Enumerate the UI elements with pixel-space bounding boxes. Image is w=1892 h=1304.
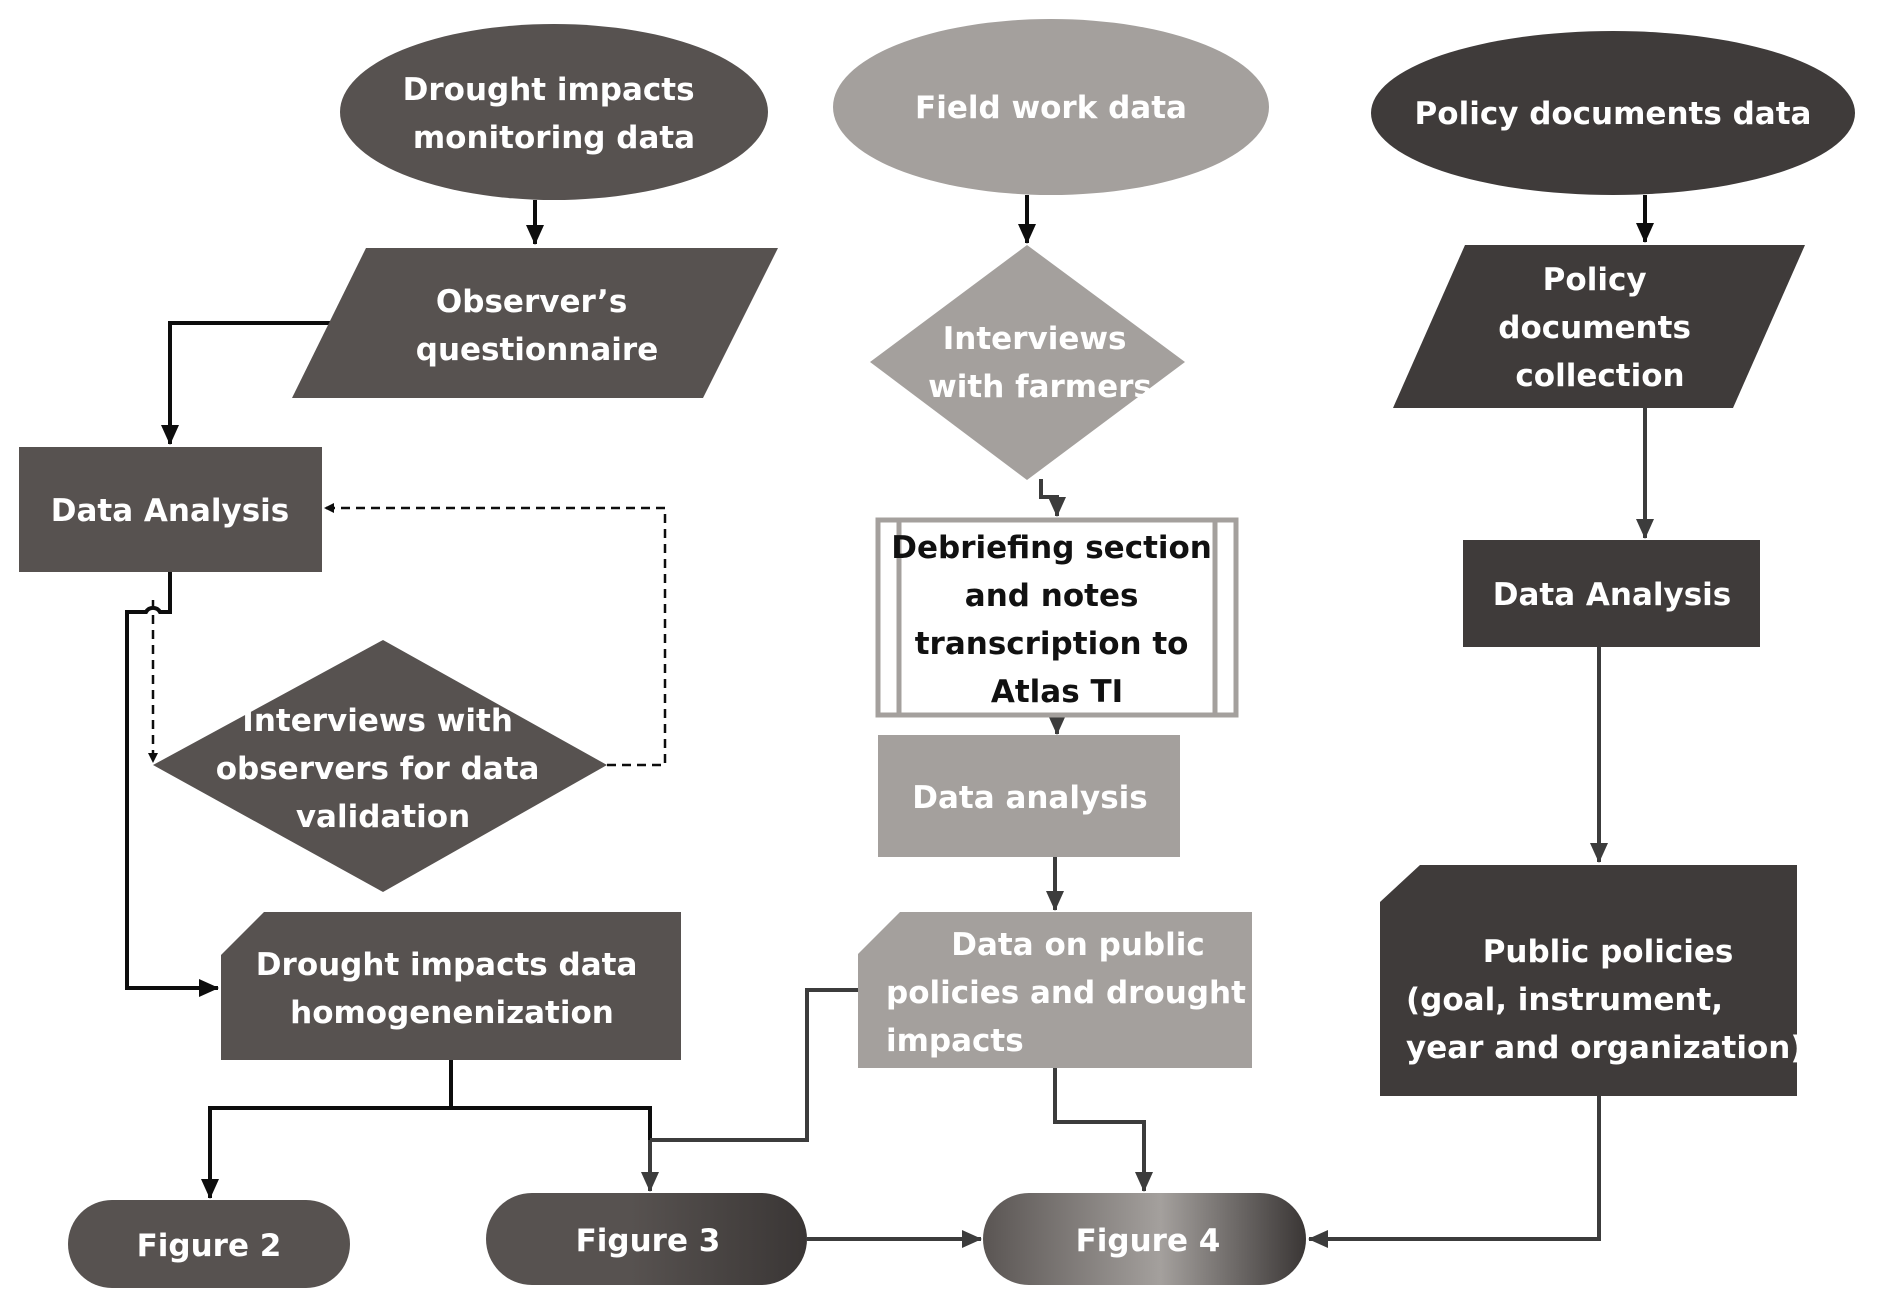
node-label-lines: policies and drought impacts <box>886 975 1257 1059</box>
figure-4-node[interactable]: Figure 4 <box>983 1193 1306 1285</box>
node-label: Data Analysis <box>51 493 290 529</box>
node-label-line-1: Data on public <box>951 927 1204 963</box>
node-label: Interviews with observers for data valid… <box>216 703 551 835</box>
decision-diamond-shape <box>153 640 607 892</box>
card-shape <box>221 912 681 1060</box>
debriefing-node[interactable]: Debriefing section and notes transcripti… <box>875 517 1239 718</box>
node-label: Field work data <box>915 90 1187 126</box>
field-work-data-node[interactable]: Field work data <box>833 19 1269 195</box>
node-label: Figure 4 <box>1076 1223 1221 1259</box>
node-label: Data Analysis <box>1493 577 1732 613</box>
process-rect-shape <box>1463 540 1760 647</box>
connector-homogenization-split <box>201 1060 453 1199</box>
process-rect-shape <box>878 735 1180 857</box>
policy-data-analysis-node[interactable]: Data Analysis <box>1463 540 1760 647</box>
terminator-pill-shape <box>983 1193 1306 1285</box>
policy-documents-data-node[interactable]: Policy documents data <box>1371 31 1855 195</box>
data-parallelogram-shape <box>1393 245 1805 408</box>
node-label: Drought impacts monitoring data <box>403 72 706 156</box>
node-label: Debriefing section and notes transcripti… <box>891 530 1222 710</box>
connector-interviews-to-debriefing <box>1039 479 1066 517</box>
node-label-line-1: Public policies <box>1483 934 1734 970</box>
monitoring-column: Drought impacts monitoring data Observer… <box>19 24 778 1060</box>
connector-fielddata-to-figure3 <box>650 988 858 1142</box>
node-label: Interviews with farmers <box>928 321 1152 405</box>
monitoring-data-node[interactable]: Drought impacts monitoring data <box>340 24 768 200</box>
observer-questionnaire-node[interactable]: Observer’s questionnaire <box>292 248 778 398</box>
card-shape <box>858 912 1252 1068</box>
figure-2-node[interactable]: Figure 2 <box>68 1200 350 1288</box>
node-label: Policy documents collection <box>1498 262 1701 394</box>
node-label: Observer’s questionnaire <box>416 284 658 368</box>
terminator-pill-shape <box>486 1193 807 1285</box>
decision-diamond-shape <box>870 245 1185 480</box>
policy-collection-node[interactable]: Policy documents collection <box>1393 245 1805 408</box>
policy-column: Policy documents data Policy documents c… <box>1371 31 1855 1096</box>
node-label: Figure 3 <box>576 1223 721 1259</box>
terminator-ellipse-shape <box>340 24 768 200</box>
observer-validation-node[interactable]: Interviews with observers for data valid… <box>153 640 607 892</box>
node-label: Data analysis <box>912 780 1147 816</box>
connector-validation-feedback-dashed <box>324 503 667 767</box>
connectors <box>125 195 1654 1248</box>
terminator-ellipse-shape <box>833 19 1269 195</box>
terminator-pill-shape <box>68 1200 350 1288</box>
figure-outputs: Figure 2 Figure 3 Figure 4 <box>68 1193 1306 1288</box>
node-label: Drought impacts data homogenenization <box>256 947 648 1031</box>
node-label: Policy documents data <box>1415 96 1812 132</box>
public-policies-drought-data-node[interactable]: Data on public policies and drought impa… <box>858 912 1257 1068</box>
connector-homogenization-to-figure3-a <box>451 1106 652 1140</box>
farmer-interviews-node[interactable]: Interviews with farmers <box>870 245 1185 480</box>
process-rect-shape <box>19 447 322 572</box>
node-label-lines: (goal, instrument, year and organization… <box>1406 982 1805 1066</box>
fieldwork-column: Field work data Interviews with farmers … <box>833 19 1269 1068</box>
predefined-process-shape <box>875 517 1239 718</box>
field-data-analysis-node[interactable]: Data analysis <box>878 735 1180 857</box>
public-policies-node[interactable]: Public policies (goal, instrument, year … <box>1380 865 1805 1096</box>
connector-fielddata-to-figure4 <box>1053 1068 1153 1192</box>
homogenization-node[interactable]: Drought impacts data homogenenization <box>221 912 681 1060</box>
connector-questionnaire-to-analysis <box>161 321 334 445</box>
connector-policies-to-figure4 <box>1308 1096 1601 1248</box>
node-label: Figure 2 <box>137 1228 282 1264</box>
card-shape <box>1380 865 1797 1096</box>
monitoring-data-analysis-node[interactable]: Data Analysis <box>19 447 322 572</box>
terminator-ellipse-shape <box>1371 31 1855 195</box>
figure-3-node[interactable]: Figure 3 <box>486 1193 807 1285</box>
data-parallelogram-shape <box>292 248 778 398</box>
